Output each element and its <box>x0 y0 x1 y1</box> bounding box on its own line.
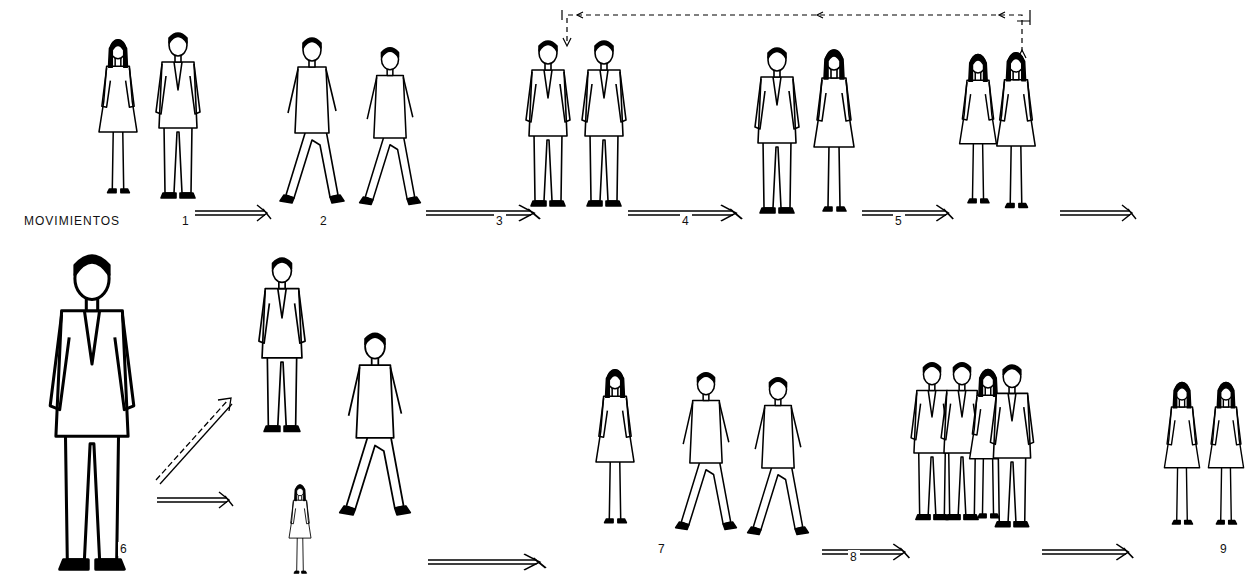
step-number: 4 <box>680 214 692 228</box>
step-number: 5 <box>893 214 905 228</box>
step-number: 7 <box>656 542 668 556</box>
step-number: 3 <box>494 214 506 228</box>
step-number: 8 <box>848 550 860 564</box>
step-number: 9 <box>1218 542 1230 556</box>
step-number: 2 <box>318 214 330 228</box>
step-number: 6 <box>118 542 130 556</box>
sequence-title: MOVIMIENTOS <box>22 214 122 228</box>
step-number: 1 <box>180 214 192 228</box>
